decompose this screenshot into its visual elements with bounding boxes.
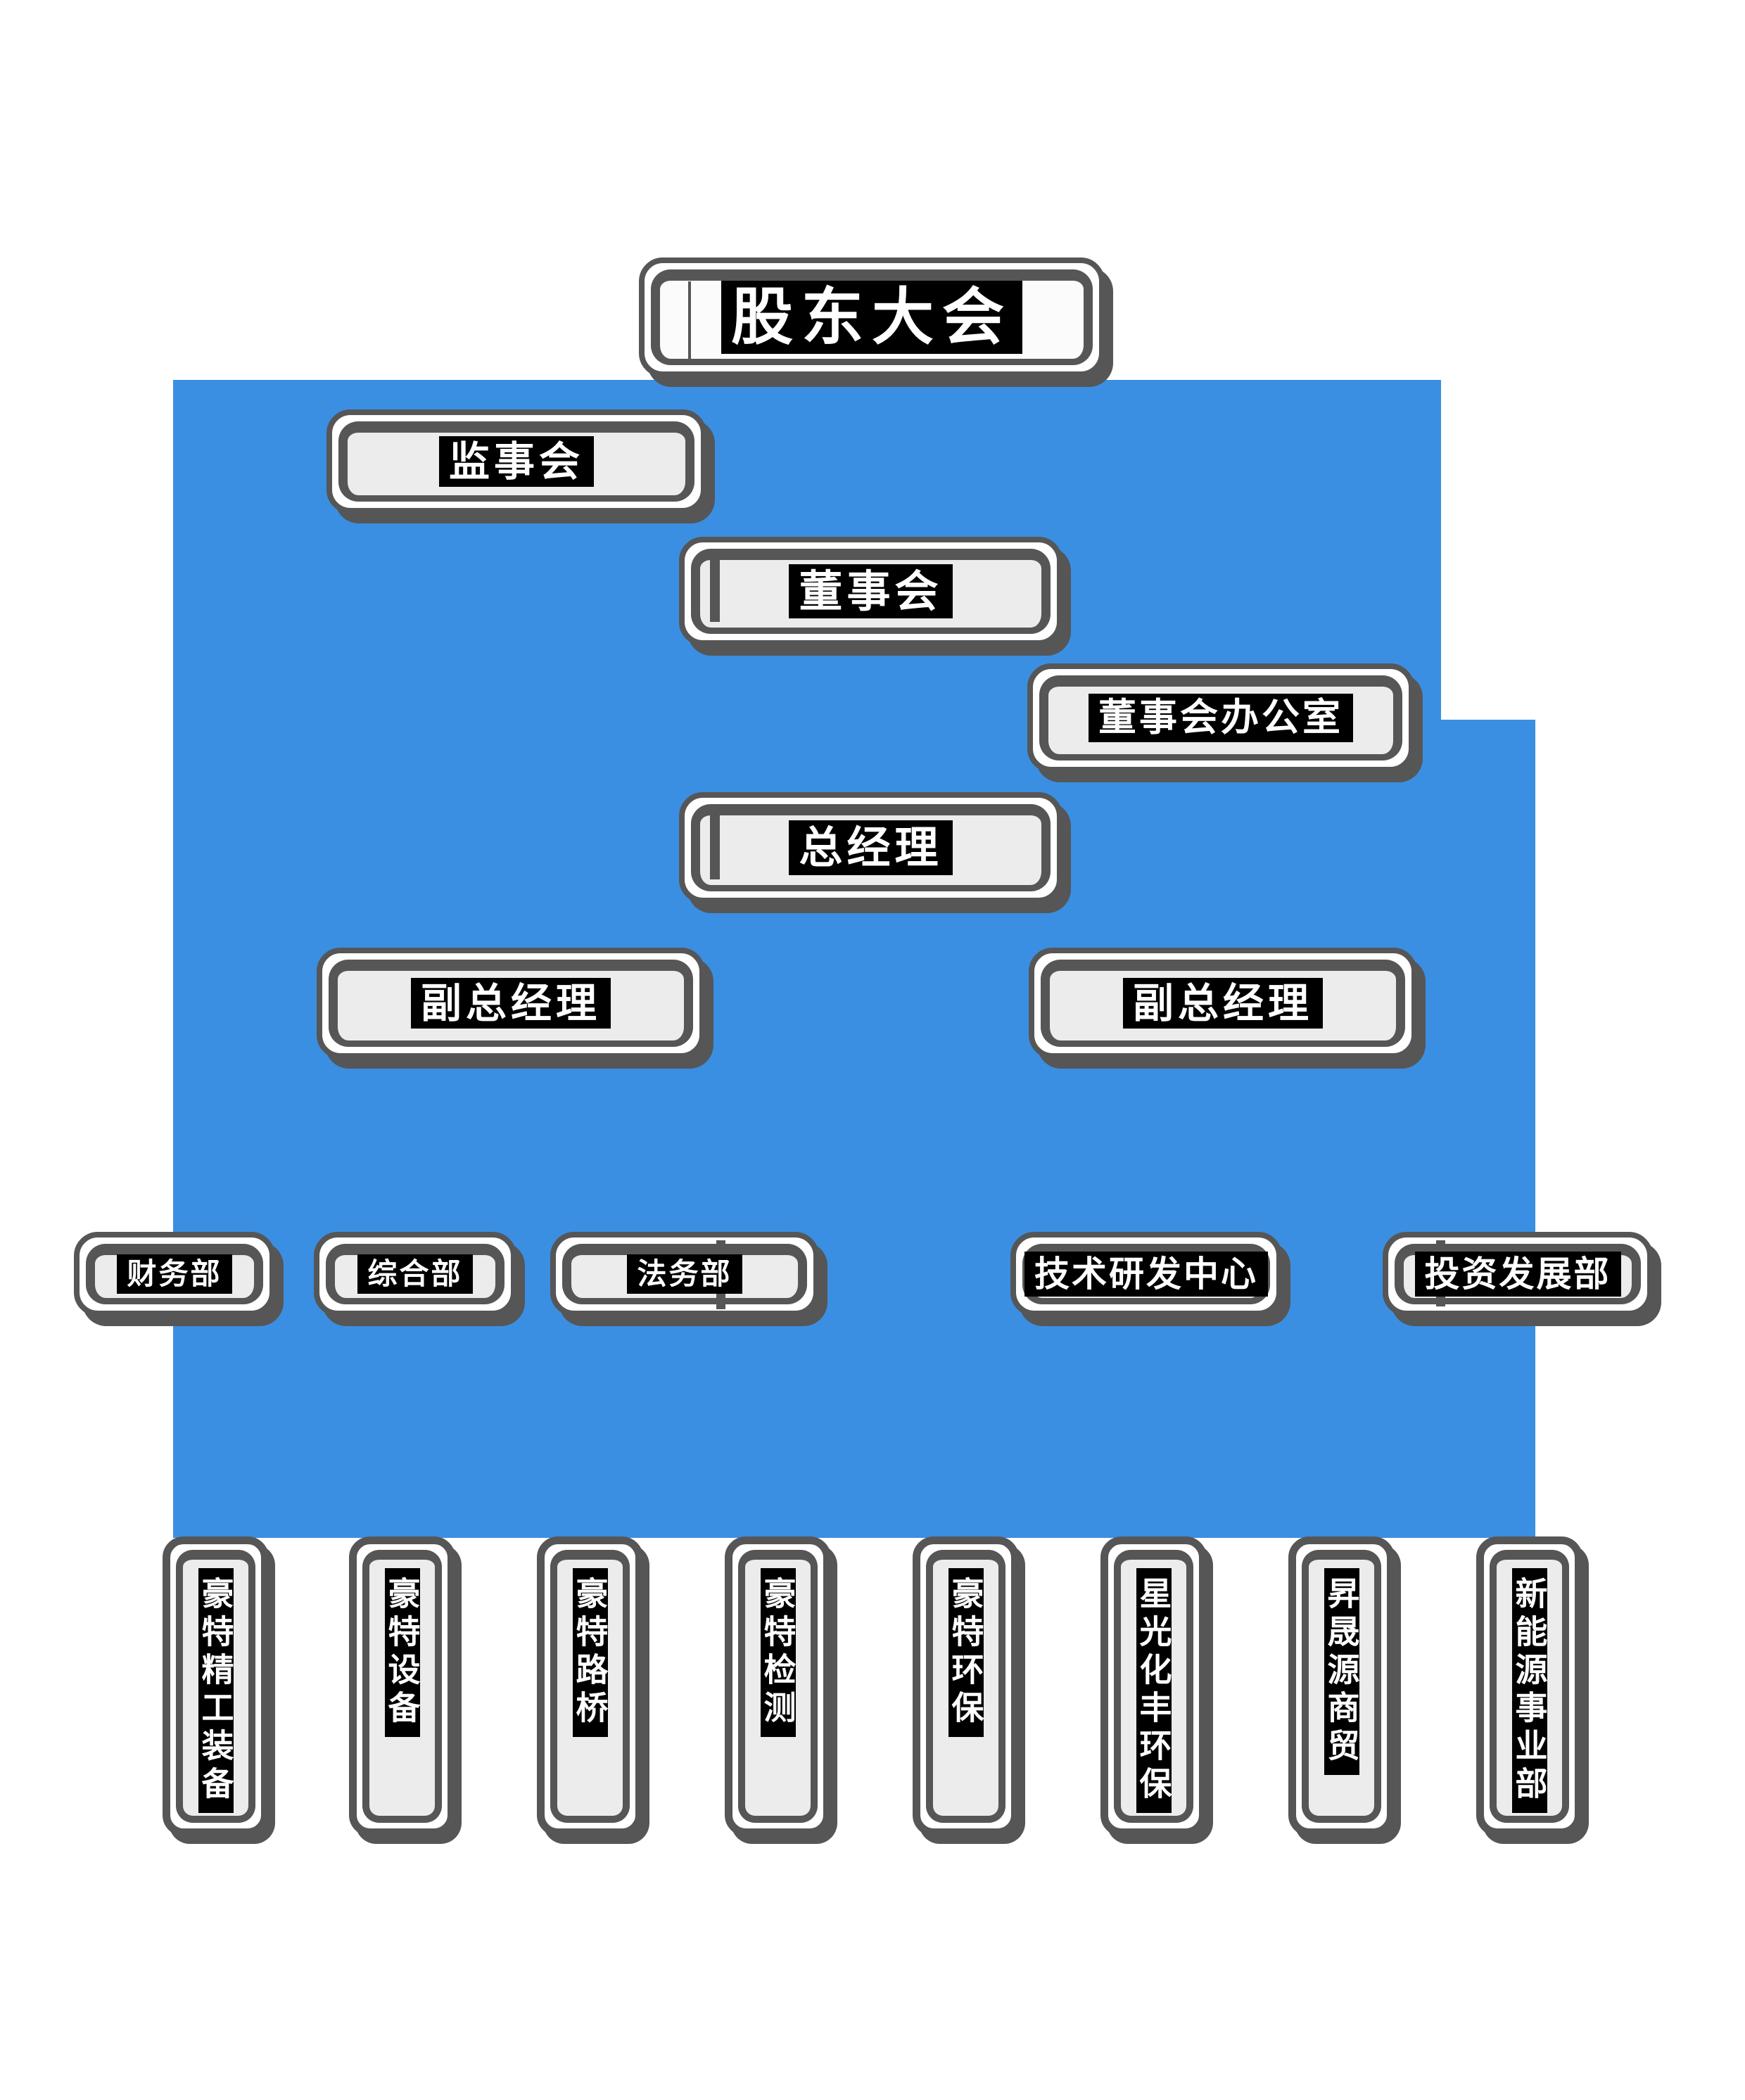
org-node-finance-dept: 财务部 [74,1232,275,1316]
node-label: 法务部 [627,1254,742,1294]
org-node-subsidiary-haote-precision-equipment: 豪特精工装备 [163,1536,269,1836]
node-label: 豪特精工装备 [197,1568,235,1813]
node-label: 豪特路桥 [571,1568,609,1737]
node-label: 豪特检测 [759,1568,797,1737]
org-node-shareholders-meeting: 股东大会 [639,257,1105,377]
node-frame [86,1244,263,1304]
org-node-deputy-gm-right: 副总经理 [1029,948,1417,1059]
node-frame [562,1244,807,1304]
org-node-subsidiary-shengshengyuan-trading: 昇晟源商贸 [1288,1536,1395,1836]
node-label: 副总经理 [410,977,611,1029]
org-node-subsidiary-xingguang-huafeng-environmental: 星光化丰环保 [1100,1536,1207,1836]
node-label: 豪特设备 [383,1568,421,1737]
org-node-subsidiary-haote-testing: 豪特检测 [725,1536,831,1836]
org-node-subsidiary-haote-environmental: 豪特环保 [913,1536,1019,1836]
org-node-subsidiary-haote-equipment: 豪特设备 [349,1536,455,1836]
node-label: 豪特环保 [947,1568,985,1737]
node-frame [326,1244,505,1304]
node-label: 董事会办公室 [1089,694,1353,742]
node-label: 星光化丰环保 [1135,1568,1173,1813]
org-node-deputy-gm-left: 副总经理 [317,948,705,1059]
node-label: 投资发展部 [1414,1251,1621,1297]
org-node-board-office: 董事会办公室 [1027,663,1414,772]
org-node-subsidiary-new-energy-division: 新能源事业部 [1476,1536,1582,1836]
org-node-general-affairs-dept: 综合部 [314,1232,516,1316]
org-node-investment-dev-dept: 投资发展部 [1383,1232,1653,1316]
divider-bar [688,281,691,362]
org-node-board-of-directors: 董事会 [679,537,1062,646]
node-frame [338,421,694,502]
node-label: 新能源事业部 [1511,1568,1549,1813]
node-label: 综合部 [357,1254,473,1294]
node-label: 副总经理 [1122,977,1323,1029]
org-node-supervisory-board: 监事会 [326,409,706,514]
node-label: 监事会 [438,435,594,488]
node-label: 董事会 [789,564,953,619]
node-label: 股东大会 [721,280,1022,355]
org-node-legal-dept: 法务部 [550,1232,819,1316]
divider-bar [710,810,720,879]
org-node-rnd-center: 技术研发中心 [1010,1232,1282,1316]
org-node-general-manager: 总经理 [679,792,1062,903]
divider-bar [710,555,720,622]
node-label: 总经理 [789,820,953,875]
node-label: 财务部 [117,1254,232,1294]
org-node-subsidiary-haote-road-bridge: 豪特路桥 [537,1536,643,1836]
node-label: 技术研发中心 [1024,1251,1268,1297]
node-label: 昇晟源商贸 [1323,1568,1361,1775]
